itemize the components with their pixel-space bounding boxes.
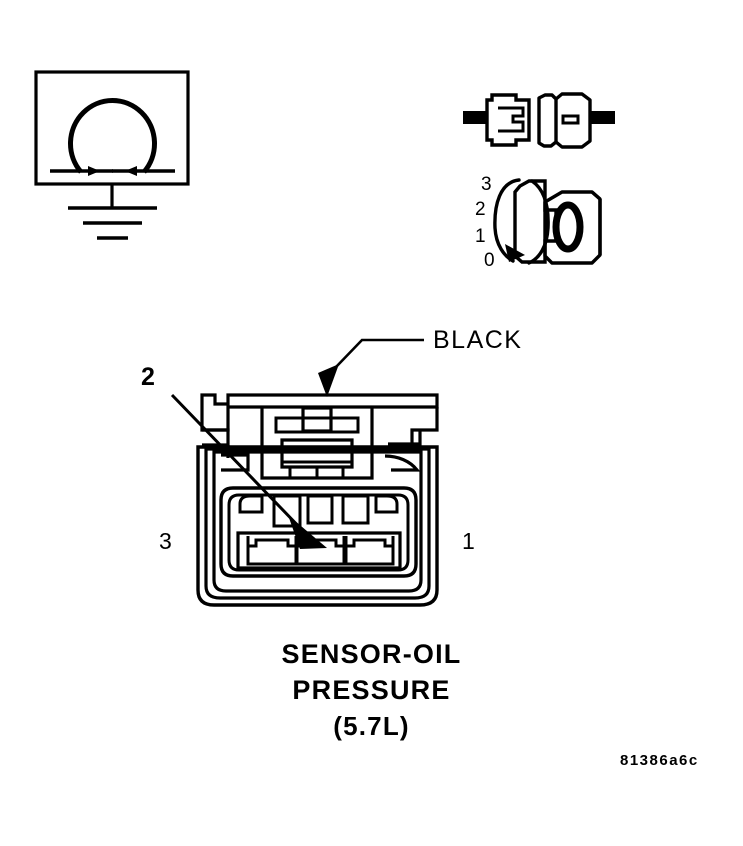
key-slot-left bbox=[272, 494, 302, 528]
left-shoulder-bracket bbox=[202, 428, 230, 447]
ground-omega-symbol bbox=[34, 70, 190, 240]
key-slot-center bbox=[306, 494, 334, 525]
sensor-rotation-arc-outer bbox=[493, 178, 521, 263]
sensor-port-oval bbox=[552, 201, 584, 253]
connector-pin-label-1: 1 bbox=[462, 528, 475, 554]
black-leader-line bbox=[335, 338, 424, 368]
left-inner-bracket bbox=[221, 453, 250, 472]
inline-connector-left-shell bbox=[485, 93, 531, 147]
latch-inner-box bbox=[280, 438, 354, 469]
sensor-pin-label-1: 1 bbox=[475, 226, 486, 247]
connector-face-plate-inner bbox=[227, 493, 410, 572]
sensor-left-face bbox=[513, 179, 558, 264]
caption-line-1: SENSOR-OIL bbox=[281, 639, 462, 669]
inline-wire-right bbox=[590, 111, 615, 124]
pin2-leader-line bbox=[170, 393, 308, 536]
sensor-rotation-arc-inner bbox=[527, 179, 550, 265]
right-bracket-curve bbox=[384, 454, 421, 472]
terminal-cavity-2 bbox=[295, 536, 346, 566]
terminal-cavity-1 bbox=[344, 536, 395, 566]
inline-connector-pair bbox=[463, 92, 615, 149]
sensor-pin-label-2: 2 bbox=[475, 199, 486, 220]
connector-face-plate-outer bbox=[219, 486, 418, 578]
connector-shell-outer bbox=[196, 445, 439, 607]
figure-code-label: 81386a6c bbox=[620, 752, 699, 769]
key-notch-far-left bbox=[238, 494, 264, 514]
right-bracket-upper bbox=[388, 430, 422, 446]
right-shoulder-bracket bbox=[410, 407, 439, 443]
key-slot-right bbox=[341, 494, 370, 525]
inline-connector-blade bbox=[498, 106, 525, 133]
omega-arrow-left bbox=[88, 166, 100, 176]
sensor-block-edge bbox=[590, 190, 602, 255]
sensor-pin-label-3: 3 bbox=[481, 174, 492, 195]
omega-arc bbox=[68, 98, 157, 174]
key-notch-far-right bbox=[374, 494, 399, 514]
black-leader-arrowhead bbox=[318, 364, 339, 397]
terminal-cavity-row bbox=[236, 531, 402, 570]
connector-pin-label-3: 3 bbox=[159, 528, 172, 554]
three-cavity-connector-face bbox=[196, 393, 439, 607]
connector-shell-middle bbox=[204, 447, 431, 600]
inline-wire-left bbox=[463, 111, 487, 124]
caption-line-2: PRESSURE bbox=[292, 675, 451, 705]
inline-connector-slot bbox=[561, 114, 580, 125]
oil-pressure-sensor-body bbox=[493, 178, 602, 265]
wire-color-label: BLACK bbox=[433, 326, 523, 354]
omega-arrow-right bbox=[125, 166, 137, 176]
callout-number-2: 2 bbox=[141, 363, 155, 391]
caption-line-3: (5.7L) bbox=[333, 711, 410, 741]
latch-tab bbox=[301, 406, 333, 433]
latch-inner-ribs bbox=[282, 460, 352, 478]
connector-shell-inner bbox=[212, 450, 423, 593]
black-wire-callout bbox=[318, 338, 424, 397]
sensor-pin-label-0: 0 bbox=[484, 250, 495, 271]
